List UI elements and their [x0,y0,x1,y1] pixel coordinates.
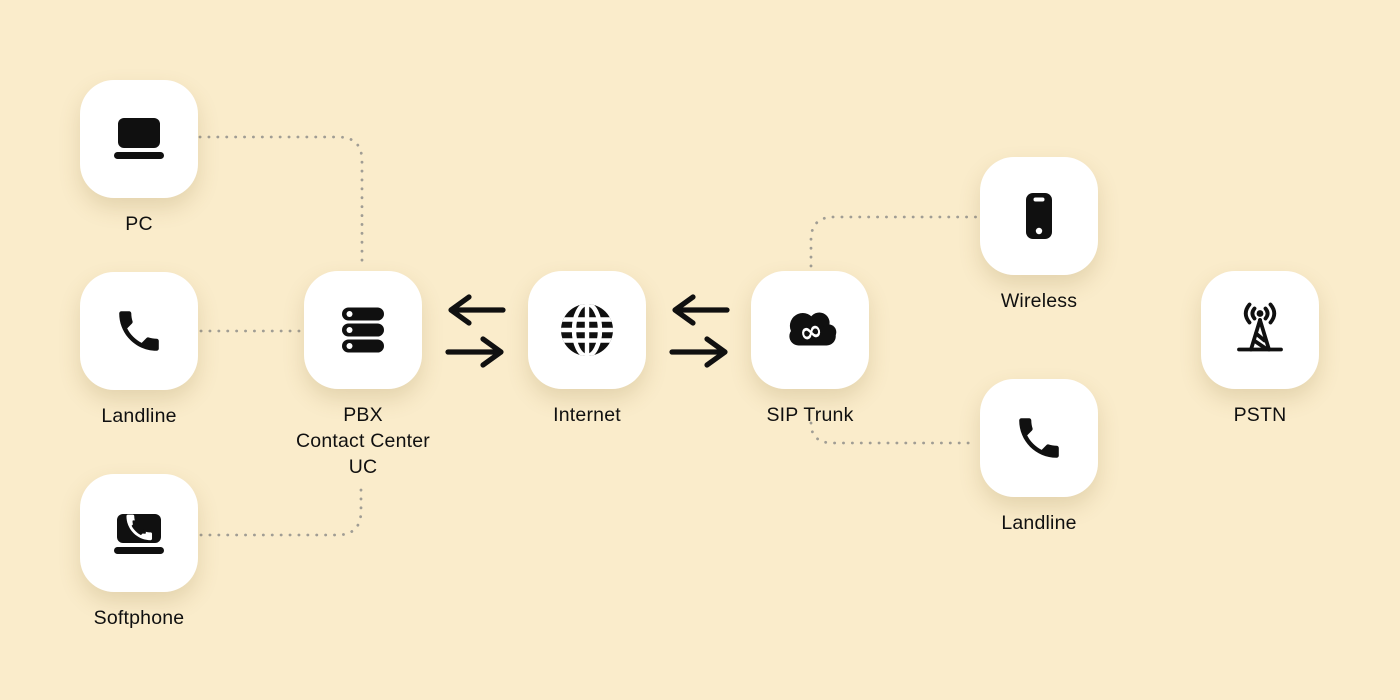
phone-handset-icon [119,311,159,351]
node-pstn: PSTN [1150,271,1370,428]
pbx-card [304,271,422,389]
node-pc: PC [29,80,249,237]
softphone-card [80,474,198,592]
smartphone-icon [1026,193,1052,239]
radio-tower-icon [1237,302,1283,352]
pbx-label-line2: Contact Center [296,430,430,452]
globe-icon [561,304,613,356]
sip-trunk-card: ∞ [751,271,869,389]
cloud-infinity-icon: ∞ [789,312,837,350]
server-icon [342,307,384,353]
node-pbx: PBX Contact Center UC [253,271,473,480]
wireless-card [980,157,1098,275]
node-landline-right: Landline [929,379,1149,536]
pstn-label: PSTN [1233,404,1287,426]
landline-right-label: Landline [1001,512,1077,534]
pbx-label: PBX Contact Center UC [253,402,473,480]
softphone-label: Softphone [93,607,185,629]
phone-handset-icon [1019,418,1059,458]
node-landline-left: Landline [29,272,249,429]
internet-card [528,271,646,389]
landline-right-card [980,379,1098,497]
softphone-icon [114,514,164,554]
internet-label: Internet [553,404,621,426]
pc-card [80,80,198,198]
sip-trunk-label: SIP Trunk [766,404,854,426]
laptop-icon [114,118,164,159]
pc-label: PC [125,213,153,235]
node-softphone: Softphone [29,474,249,631]
node-sip-trunk: ∞ SIP Trunk [700,271,920,428]
node-internet: Internet [477,271,697,428]
pstn-card [1201,271,1319,389]
landline-left-label: Landline [101,405,177,427]
node-wireless: Wireless [929,157,1149,314]
wireless-label: Wireless [1000,290,1078,312]
pbx-label-line3: UC [348,456,378,478]
landline-left-card [80,272,198,390]
pbx-label-line1: PBX [343,404,383,426]
